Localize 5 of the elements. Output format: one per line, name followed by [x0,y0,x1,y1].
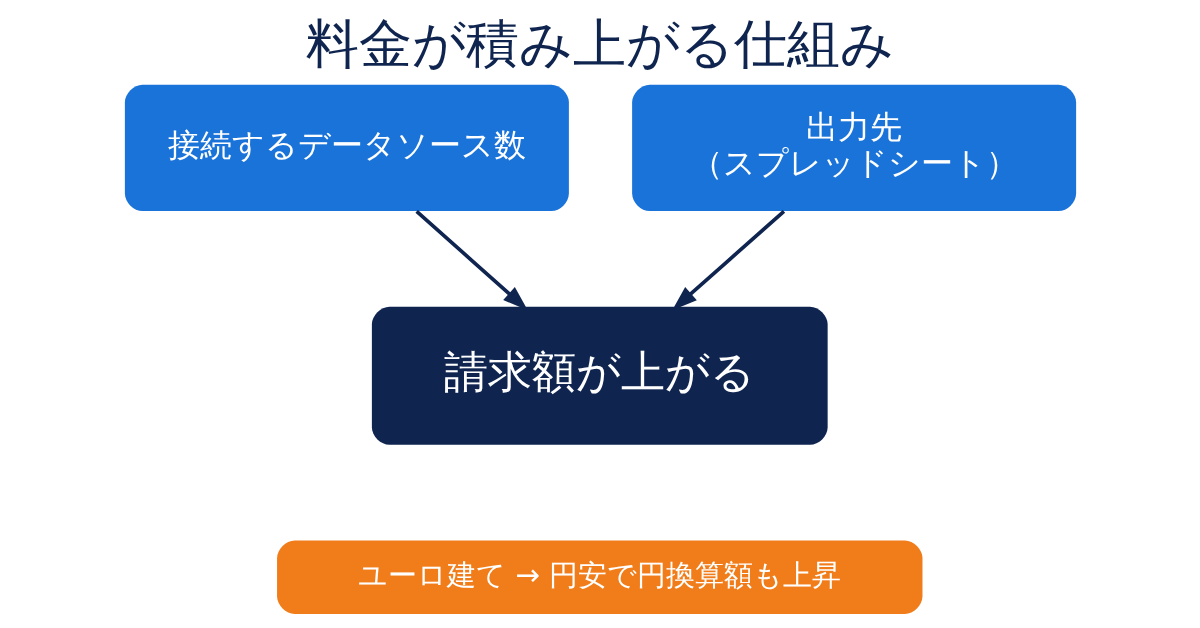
diagram-title: 料金が積み上がる仕組み [306,13,894,75]
node-box: 接続するデータソース数 [124,84,569,212]
node-box: 出力先 （スプレッドシート） [631,84,1076,212]
node-box: 請求額が上がる [371,306,828,445]
node-box: ユーロ建て → 円安で円換算額も上昇 [276,540,922,614]
